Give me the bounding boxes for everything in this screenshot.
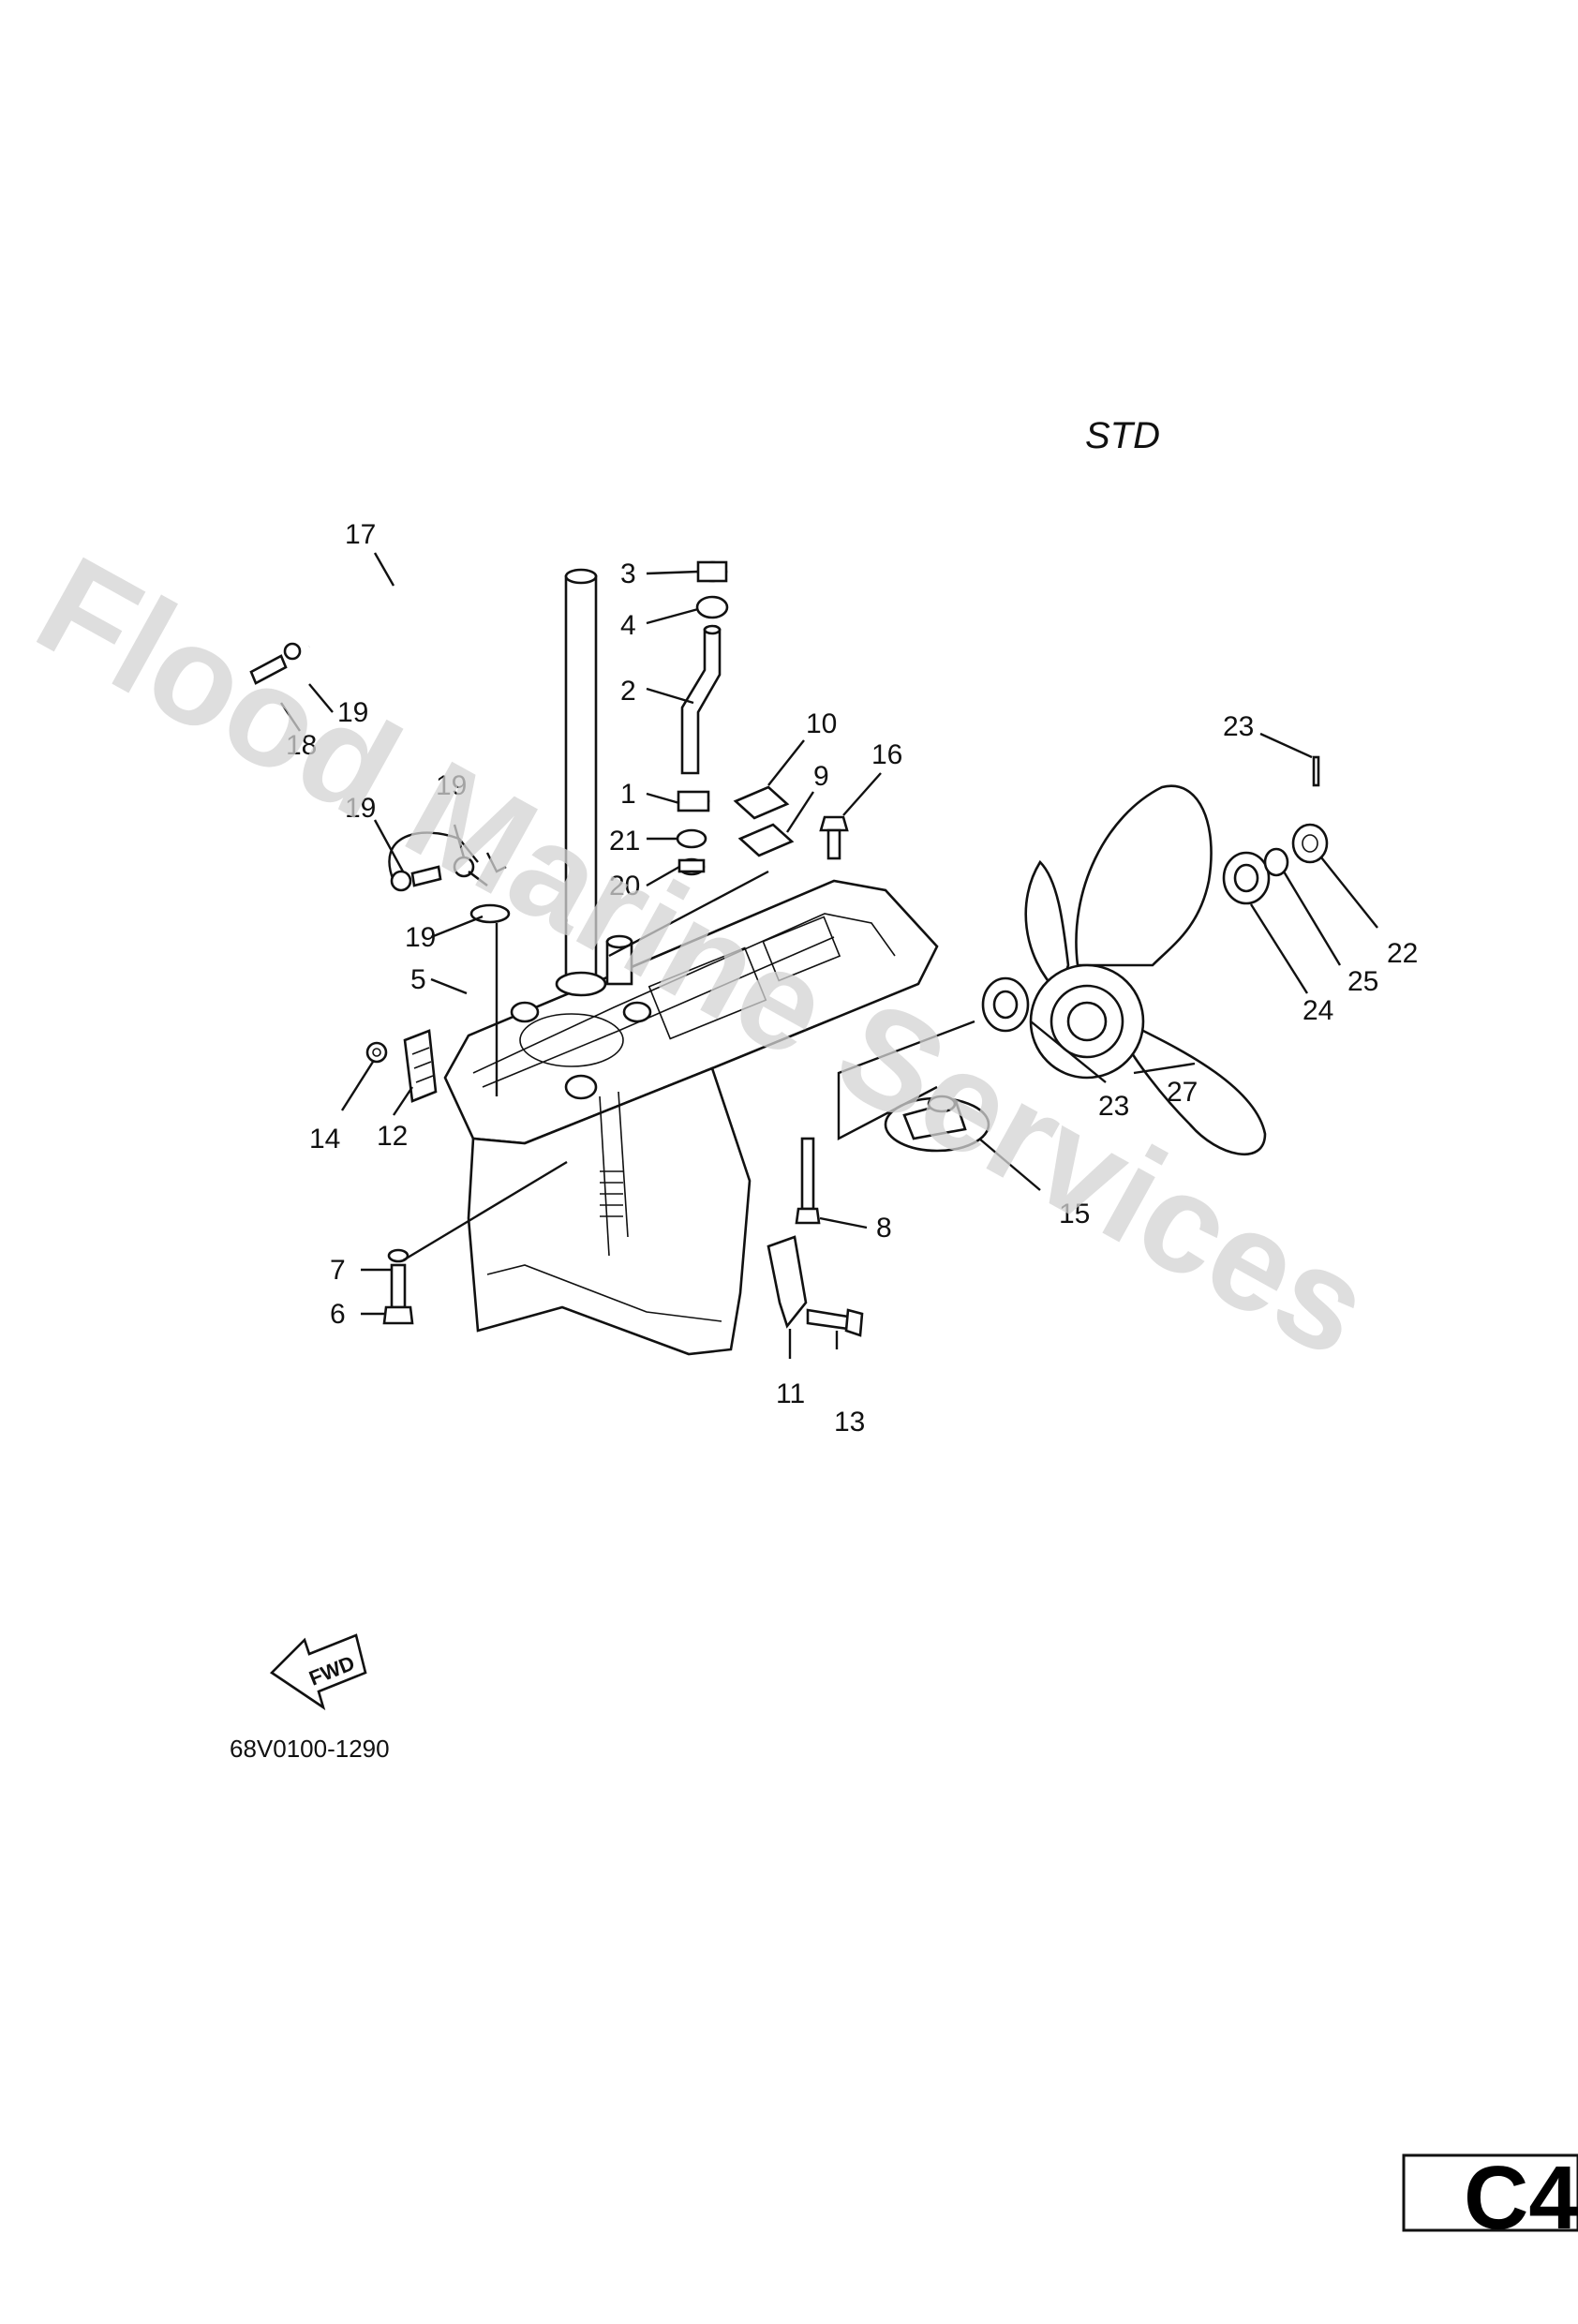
callout-3: 3 bbox=[620, 559, 636, 589]
callout-4: 4 bbox=[620, 610, 636, 641]
part-code: 68V0100-1290 bbox=[230, 1735, 390, 1763]
callout-20: 20 bbox=[609, 871, 640, 901]
bolts bbox=[382, 815, 864, 1337]
callout-numbers: 17 3 4 2 19 18 10 16 9 23 19 1 19 21 20 … bbox=[286, 519, 1418, 1438]
callout-6: 6 bbox=[330, 1299, 346, 1330]
water-tube-assembly bbox=[676, 560, 729, 876]
callout-11: 11 bbox=[776, 1378, 805, 1409]
callout-19-c: 19 bbox=[345, 793, 376, 824]
callout-12: 12 bbox=[377, 1121, 408, 1152]
callout-22: 23 bbox=[1098, 1091, 1129, 1122]
page-tag-text: C4 bbox=[1464, 2148, 1578, 2248]
callout-24: 25 bbox=[1347, 966, 1378, 997]
variant-label: STD bbox=[1085, 415, 1160, 456]
anode-strips bbox=[608, 785, 795, 958]
callout-19-a: 19 bbox=[337, 697, 368, 728]
callout-14: 14 bbox=[309, 1124, 340, 1155]
callout-18: 18 bbox=[286, 730, 317, 761]
callout-7: 7 bbox=[330, 1255, 346, 1286]
callout-13: 13 bbox=[834, 1407, 865, 1438]
callout-1: 1 bbox=[620, 779, 636, 810]
lower-case-housing bbox=[443, 568, 939, 1356]
fwd-arrow-icon: FWD bbox=[269, 1633, 367, 1711]
callout-26: 23 bbox=[1223, 711, 1254, 742]
callout-5: 5 bbox=[410, 964, 426, 995]
callout-27: 27 bbox=[1167, 1077, 1198, 1108]
callout-15: 15 bbox=[1059, 1199, 1090, 1229]
leader-lines bbox=[280, 552, 1378, 1359]
callout-17: 17 bbox=[345, 519, 376, 550]
page-tag: C4 bbox=[1402, 2148, 1578, 2248]
propeller-assembly bbox=[837, 755, 1329, 1156]
callout-19-d: 19 bbox=[405, 922, 436, 953]
callout-9: 9 bbox=[813, 761, 829, 792]
callout-8: 8 bbox=[876, 1213, 892, 1244]
callout-23: 24 bbox=[1303, 995, 1333, 1026]
callout-25: 22 bbox=[1387, 938, 1418, 969]
callout-19-b: 19 bbox=[436, 770, 467, 801]
callout-10: 10 bbox=[806, 708, 837, 739]
trim-tab-and-anodes bbox=[365, 1029, 990, 1329]
callout-16: 16 bbox=[871, 739, 902, 770]
callout-21: 21 bbox=[609, 826, 640, 857]
callout-2: 2 bbox=[620, 676, 636, 707]
